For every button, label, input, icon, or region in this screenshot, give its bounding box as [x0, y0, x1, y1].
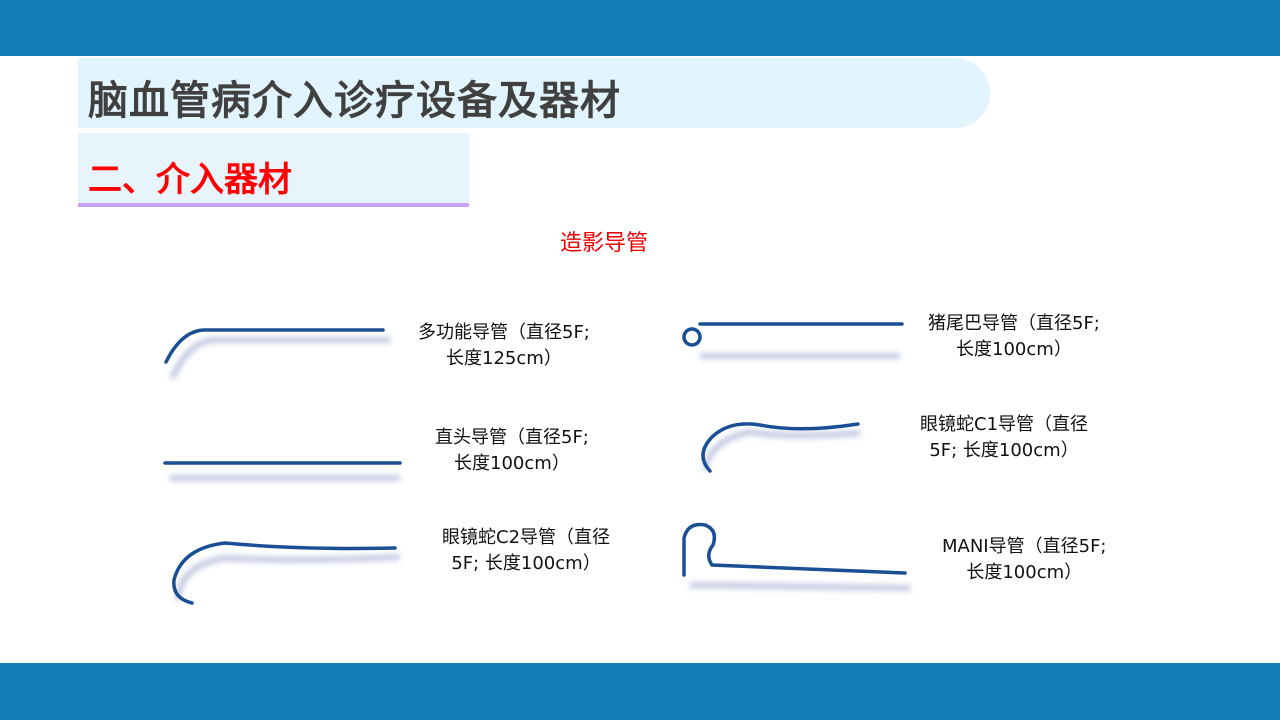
label-straight: 直头导管（直径5F;长度100cm） [435, 427, 589, 474]
caption: 造影导管 [560, 231, 649, 256]
catheter-c2 [172, 541, 397, 605]
section-heading: 二、介入器材 [88, 160, 292, 200]
section-background [78, 133, 469, 207]
label-pigtail: 猪尾巴导管（直径5F;长度100cm） [928, 313, 1100, 360]
title-background [78, 58, 990, 128]
label-mani: MANI导管（直径5F;长度100cm） [942, 536, 1107, 583]
catheter-c1 [701, 422, 860, 473]
catheter-mani [682, 522, 907, 577]
catheter-multipurpose [164, 328, 385, 364]
top-banner [0, 0, 1280, 56]
label-multipurpose: 多功能导管（直径5F;长度125cm） [418, 322, 590, 369]
bottom-banner [0, 663, 1280, 720]
slide-title: 脑血管病介入诊疗设备及器材 [88, 78, 621, 124]
catheter-pigtail-loop [682, 327, 702, 347]
